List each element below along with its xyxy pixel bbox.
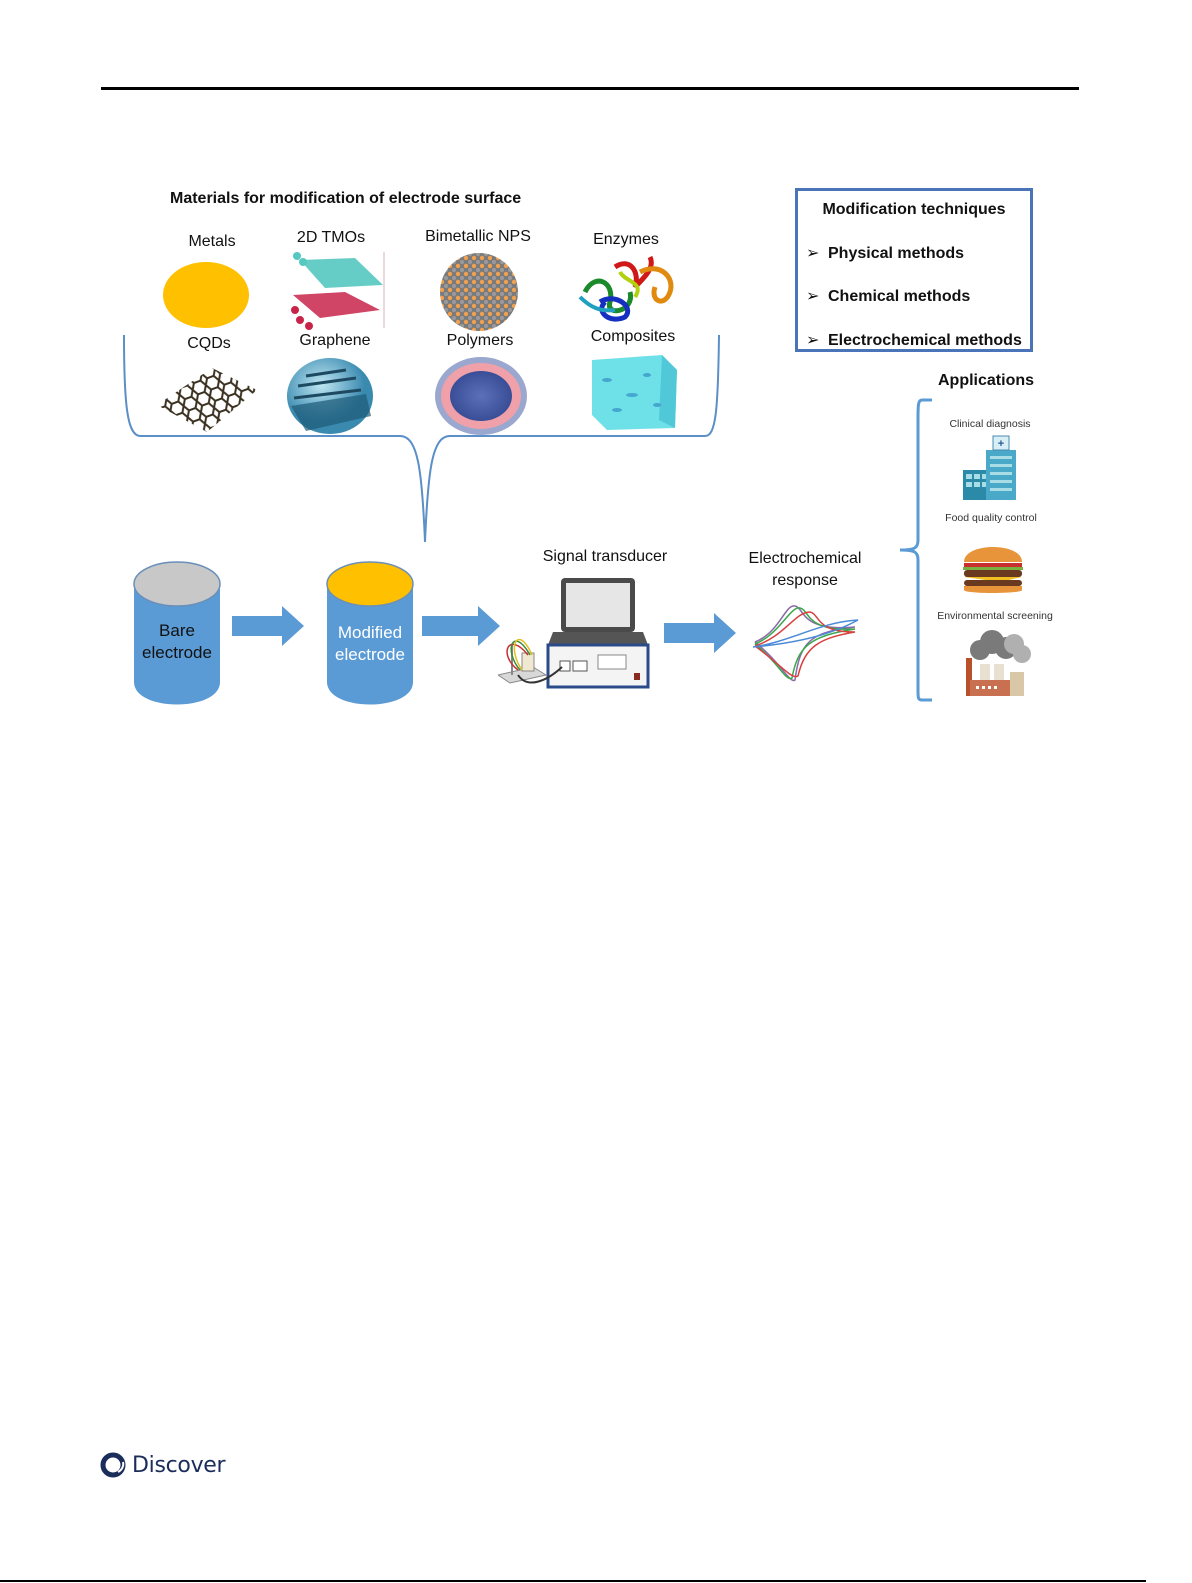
graphene-sphere-icon: [287, 358, 373, 434]
materials-title: Materials for modification of electrode …: [170, 190, 522, 207]
composite-cube-icon: [592, 355, 677, 430]
applications-title: Applications: [938, 372, 1035, 389]
layered-lattice-icon: [291, 252, 385, 330]
protein-ribbon-icon: [578, 255, 674, 322]
bare-electrode-cylinder: [133, 561, 221, 705]
potentiostat-laptop-icon: [498, 578, 650, 689]
svg-text:+: +: [998, 438, 1004, 450]
header-rule: [101, 87, 1079, 90]
hexagonal-lattice-icon: [157, 368, 257, 432]
material-label-polymers: Polymers: [446, 332, 514, 349]
gold-disc-icon: [163, 262, 249, 328]
burger-icon: [963, 547, 1023, 593]
material-label-metals: Metals: [188, 233, 236, 250]
modified-electrode-label: Modified electrode: [335, 623, 405, 664]
material-label-enzymes: Enzymes: [593, 231, 659, 248]
flow-arrow: [422, 606, 500, 646]
technique-item: ➢Physical methods: [806, 245, 965, 262]
material-label-cqds: CQDs: [187, 335, 231, 352]
electrochemical-response-label: Electrochemical response: [748, 550, 862, 589]
flow-arrow: [232, 606, 304, 646]
nanoparticle-sphere-icon: [440, 253, 518, 331]
application-label-food: Food quality control: [945, 512, 1037, 524]
modified-electrode-cylinder: [326, 561, 414, 705]
materials-brace: [123, 334, 932, 702]
footer-rule: [0, 1580, 1146, 1582]
discover-logo: Discover: [100, 1452, 226, 1478]
hospital-icon: +: [963, 435, 1016, 500]
signal-transducer-label: Signal transducer: [542, 548, 668, 565]
material-label-2d-tmos: 2D TMOs: [296, 229, 366, 246]
polymer-micelle-icon: [435, 357, 527, 435]
technique-item: ➢Electrochemical methods: [806, 332, 1022, 349]
discover-brand-text: Discover: [132, 1452, 226, 1478]
application-label-environmental: Environmental screening: [937, 610, 1053, 622]
techniques-title: Modification techniques: [822, 201, 1006, 218]
technique-item: ➢Chemical methods: [806, 288, 971, 305]
bare-electrode-label: Bare electrode: [142, 621, 212, 662]
arrowhead-bullet-icon: ➢: [806, 332, 820, 349]
factory-icon: [966, 630, 1031, 696]
modification-techniques-box: Modification techniques ➢Physical method…: [795, 188, 1033, 352]
material-label-graphene: Graphene: [299, 332, 371, 349]
material-label-bimetallic: Bimetallic NPS: [425, 228, 531, 245]
discover-logo-icon: [100, 1452, 126, 1478]
material-label-composites: Composites: [590, 328, 676, 345]
figure: Materials for modification of electrode …: [100, 170, 1080, 730]
arrowhead-bullet-icon: ➢: [806, 288, 820, 305]
arrowhead-bullet-icon: ➢: [806, 245, 820, 262]
cyclic-voltammogram-icon: [752, 605, 859, 682]
flow-arrow: [664, 613, 736, 653]
application-label-clinical: Clinical diagnosis: [949, 418, 1031, 430]
